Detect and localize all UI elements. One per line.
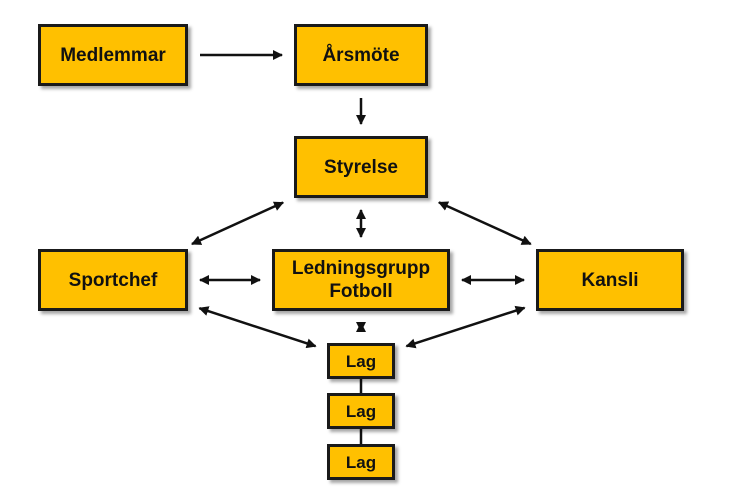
node-medlemmar: Medlemmar	[38, 24, 188, 86]
node-arsmote: Årsmöte	[294, 24, 428, 86]
node-ledningsgrupp-line1: Ledningsgrupp	[291, 258, 431, 279]
node-lag-1: Lag	[327, 343, 395, 379]
node-styrelse: Styrelse	[294, 136, 428, 198]
node-sportchef: Sportchef	[38, 249, 188, 311]
node-lag-2-label: Lag	[345, 401, 377, 421]
edge-styrelse-kansli	[438, 201, 532, 246]
edge-kansli-lag1	[405, 305, 526, 349]
edge-styrelse-sportchef	[191, 201, 284, 246]
node-sportchef-label: Sportchef	[68, 269, 158, 291]
node-lag-3-label: Lag	[345, 452, 377, 472]
node-styrelse-label: Styrelse	[324, 156, 398, 178]
node-ledningsgrupp-line2: Fotboll	[329, 281, 393, 302]
node-lag-3: Lag	[327, 444, 395, 480]
node-arsmote-label: Årsmöte	[322, 44, 400, 66]
node-medlemmar-label: Medlemmar	[60, 44, 166, 66]
node-ledningsgrupp-label: Ledningsgrupp Fotboll	[292, 257, 430, 303]
node-lag-2: Lag	[327, 393, 395, 429]
node-lag-1-label: Lag	[345, 351, 377, 371]
node-kansli-label: Kansli	[581, 269, 639, 291]
node-ledningsgrupp-fotboll: Ledningsgrupp Fotboll	[272, 249, 450, 311]
node-kansli: Kansli	[536, 249, 684, 311]
edge-sportchef-lag1	[198, 306, 317, 349]
